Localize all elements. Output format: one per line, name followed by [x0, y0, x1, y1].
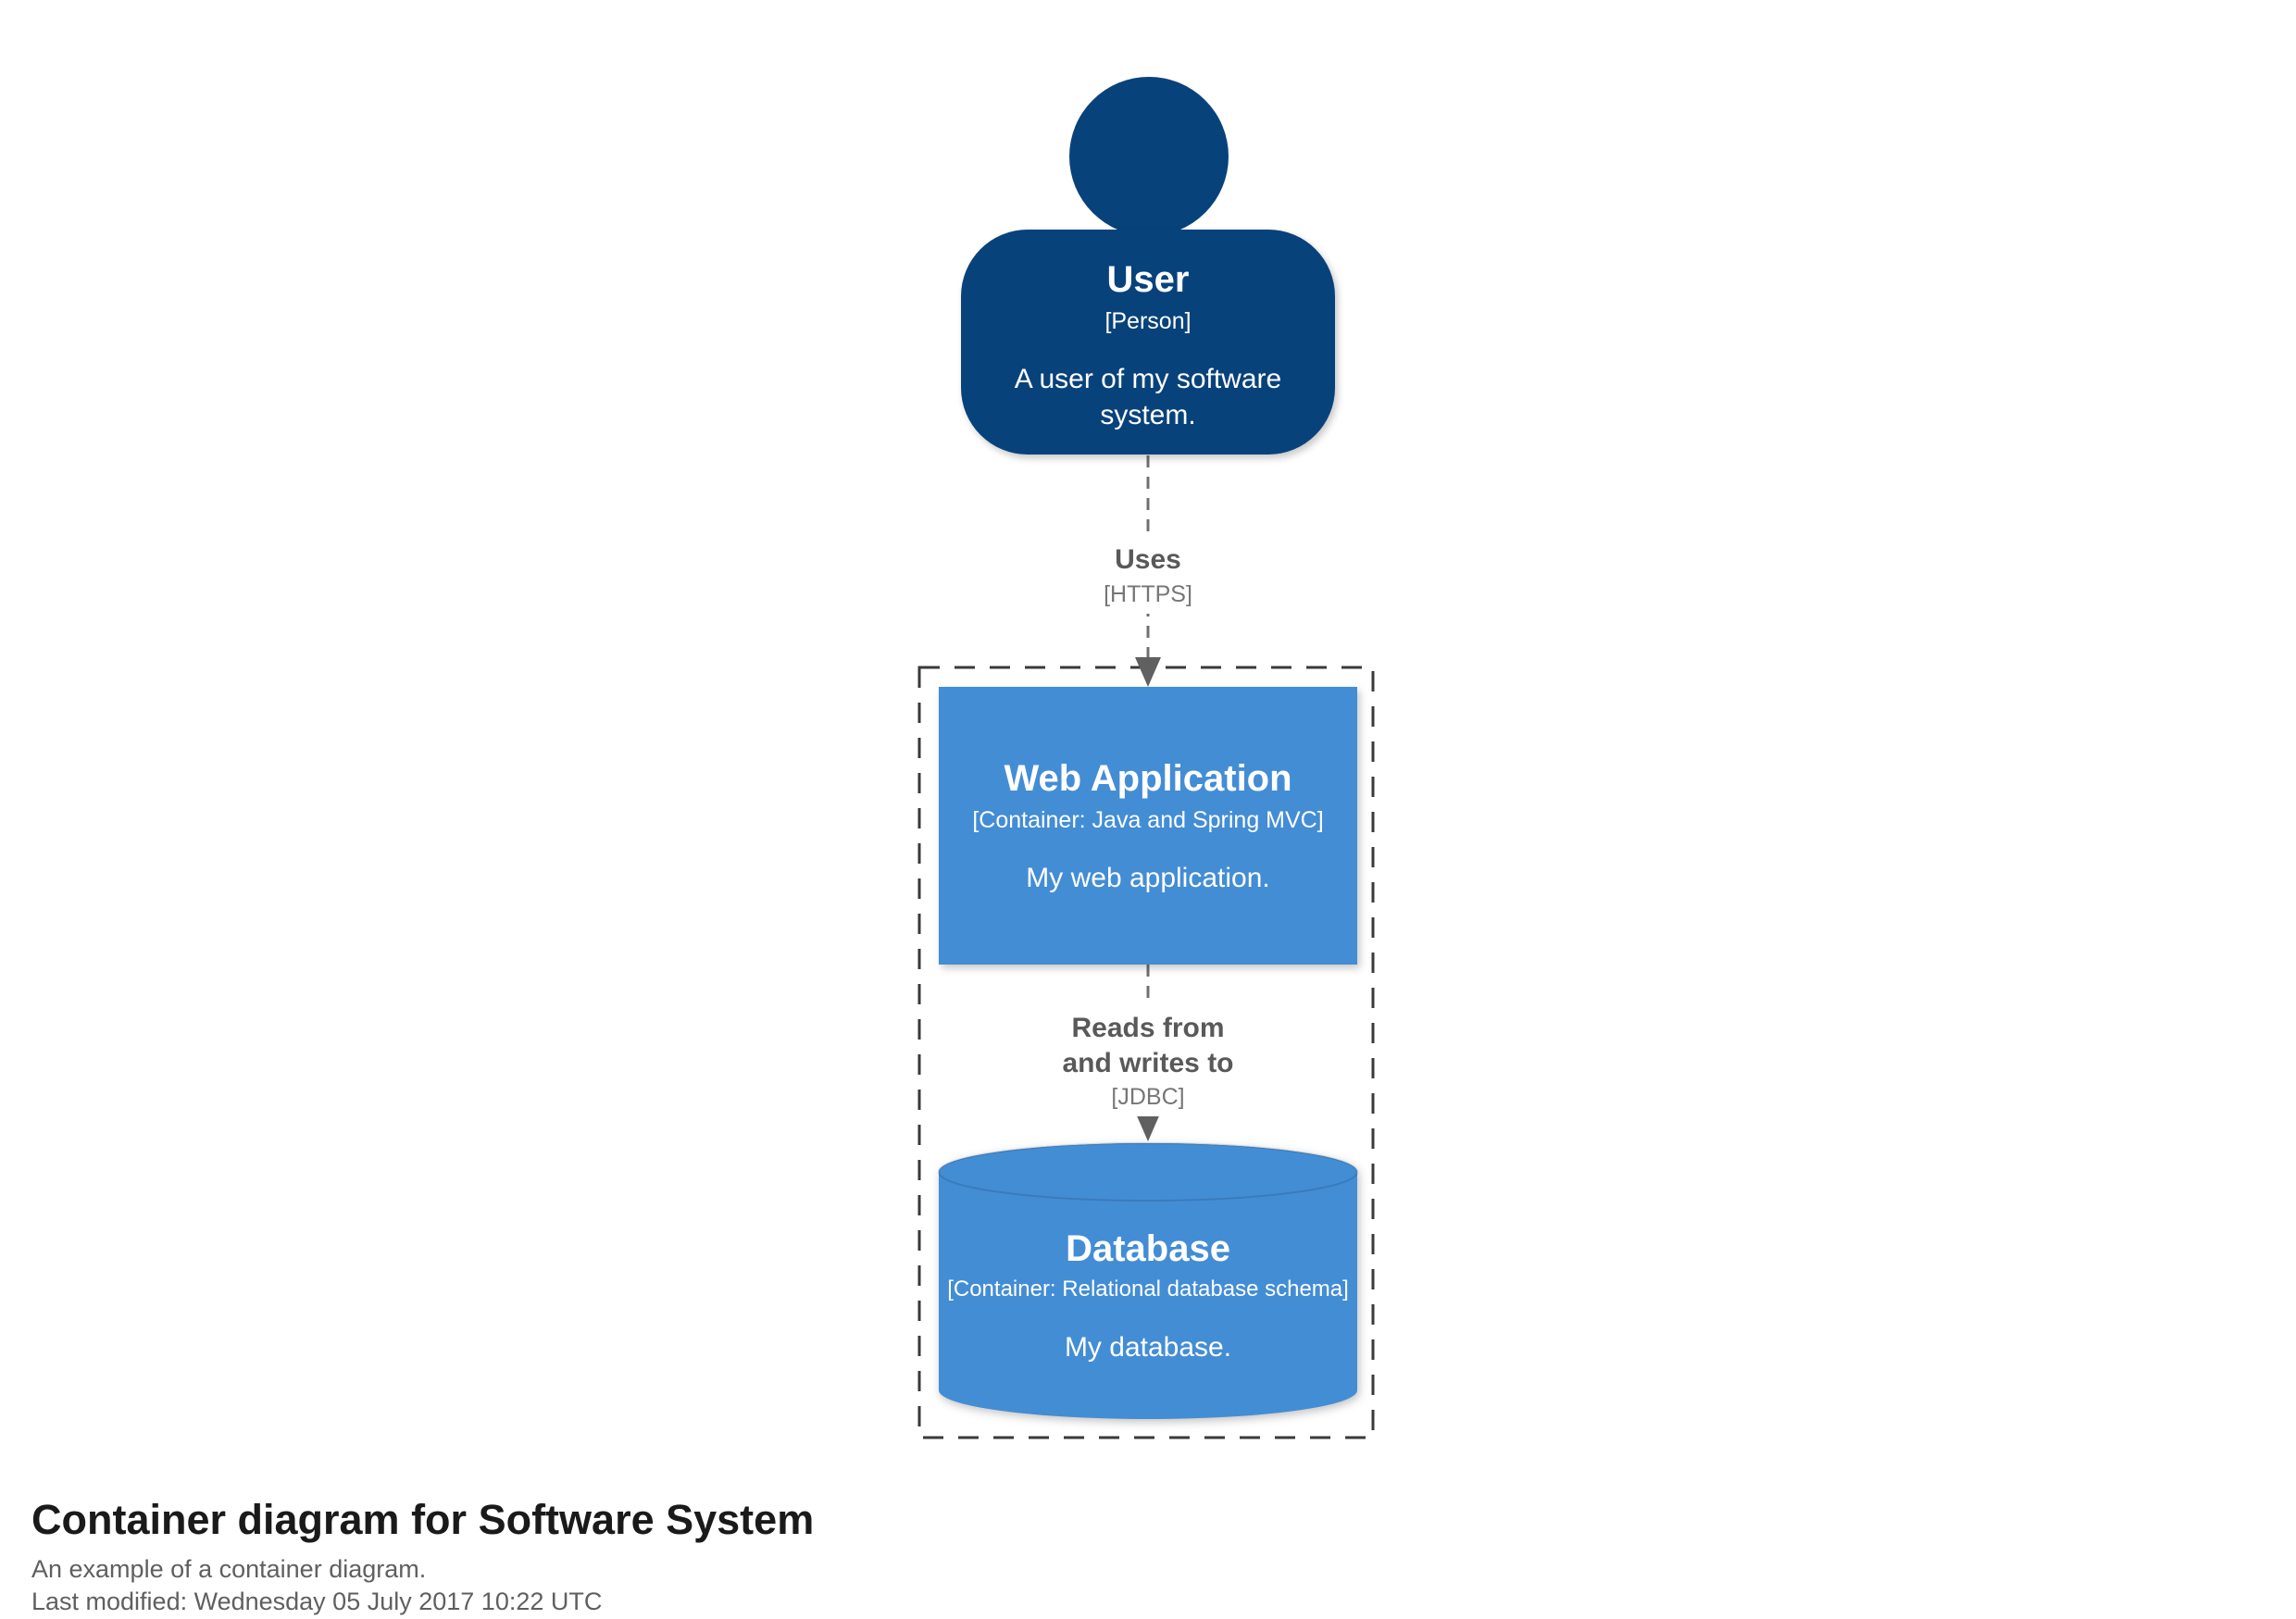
- relationship-name: Uses: [1115, 544, 1181, 575]
- database-cylinder-top: [938, 1142, 1358, 1202]
- container-description: My web application.: [1026, 862, 1270, 893]
- database-cylinder: [939, 1143, 1357, 1419]
- arrowhead-uses-icon: [1135, 657, 1161, 687]
- arrowhead-reads-writes-icon: [1135, 1112, 1161, 1141]
- relationship-label-reads-writes: Reads from and writes to [JDBC]: [1032, 1005, 1264, 1116]
- diagram-subtitle: An example of a container diagram.: [31, 1554, 427, 1583]
- relationship-technology: [HTTPS]: [1104, 580, 1192, 607]
- person-meta: [Person]: [1104, 307, 1192, 334]
- relationship-name: Reads from and writes to: [1062, 1013, 1234, 1078]
- relationship-technology: [JDBC]: [1111, 1084, 1185, 1110]
- container-description: My database.: [1064, 1331, 1232, 1363]
- person-head: [1069, 77, 1229, 236]
- person-user-node: User [Person] A user of my software syst…: [961, 230, 1335, 455]
- container-name: Database: [1066, 1228, 1230, 1270]
- diagram-title: Container diagram for Software System: [31, 1496, 815, 1543]
- person-name: User: [1106, 258, 1190, 300]
- container-meta: [Container: Relational database schema]: [947, 1277, 1349, 1302]
- container-web-application-node: Web Application [Container: Java and Spr…: [939, 687, 1357, 965]
- container-name: Web Application: [1004, 757, 1292, 799]
- person-description: A user of my software system.: [1014, 363, 1282, 430]
- container-meta: [Container: Java and Spring MVC]: [972, 806, 1324, 833]
- diagram-footer: Container diagram for Software System An…: [31, 1496, 814, 1619]
- diagram-last-modified: Last modified: Wednesday 05 July 2017 10…: [31, 1588, 603, 1616]
- relationship-label-uses: Uses [HTTPS]: [1092, 537, 1204, 614]
- container-database-node: Database [Container: Relational database…: [939, 1201, 1357, 1391]
